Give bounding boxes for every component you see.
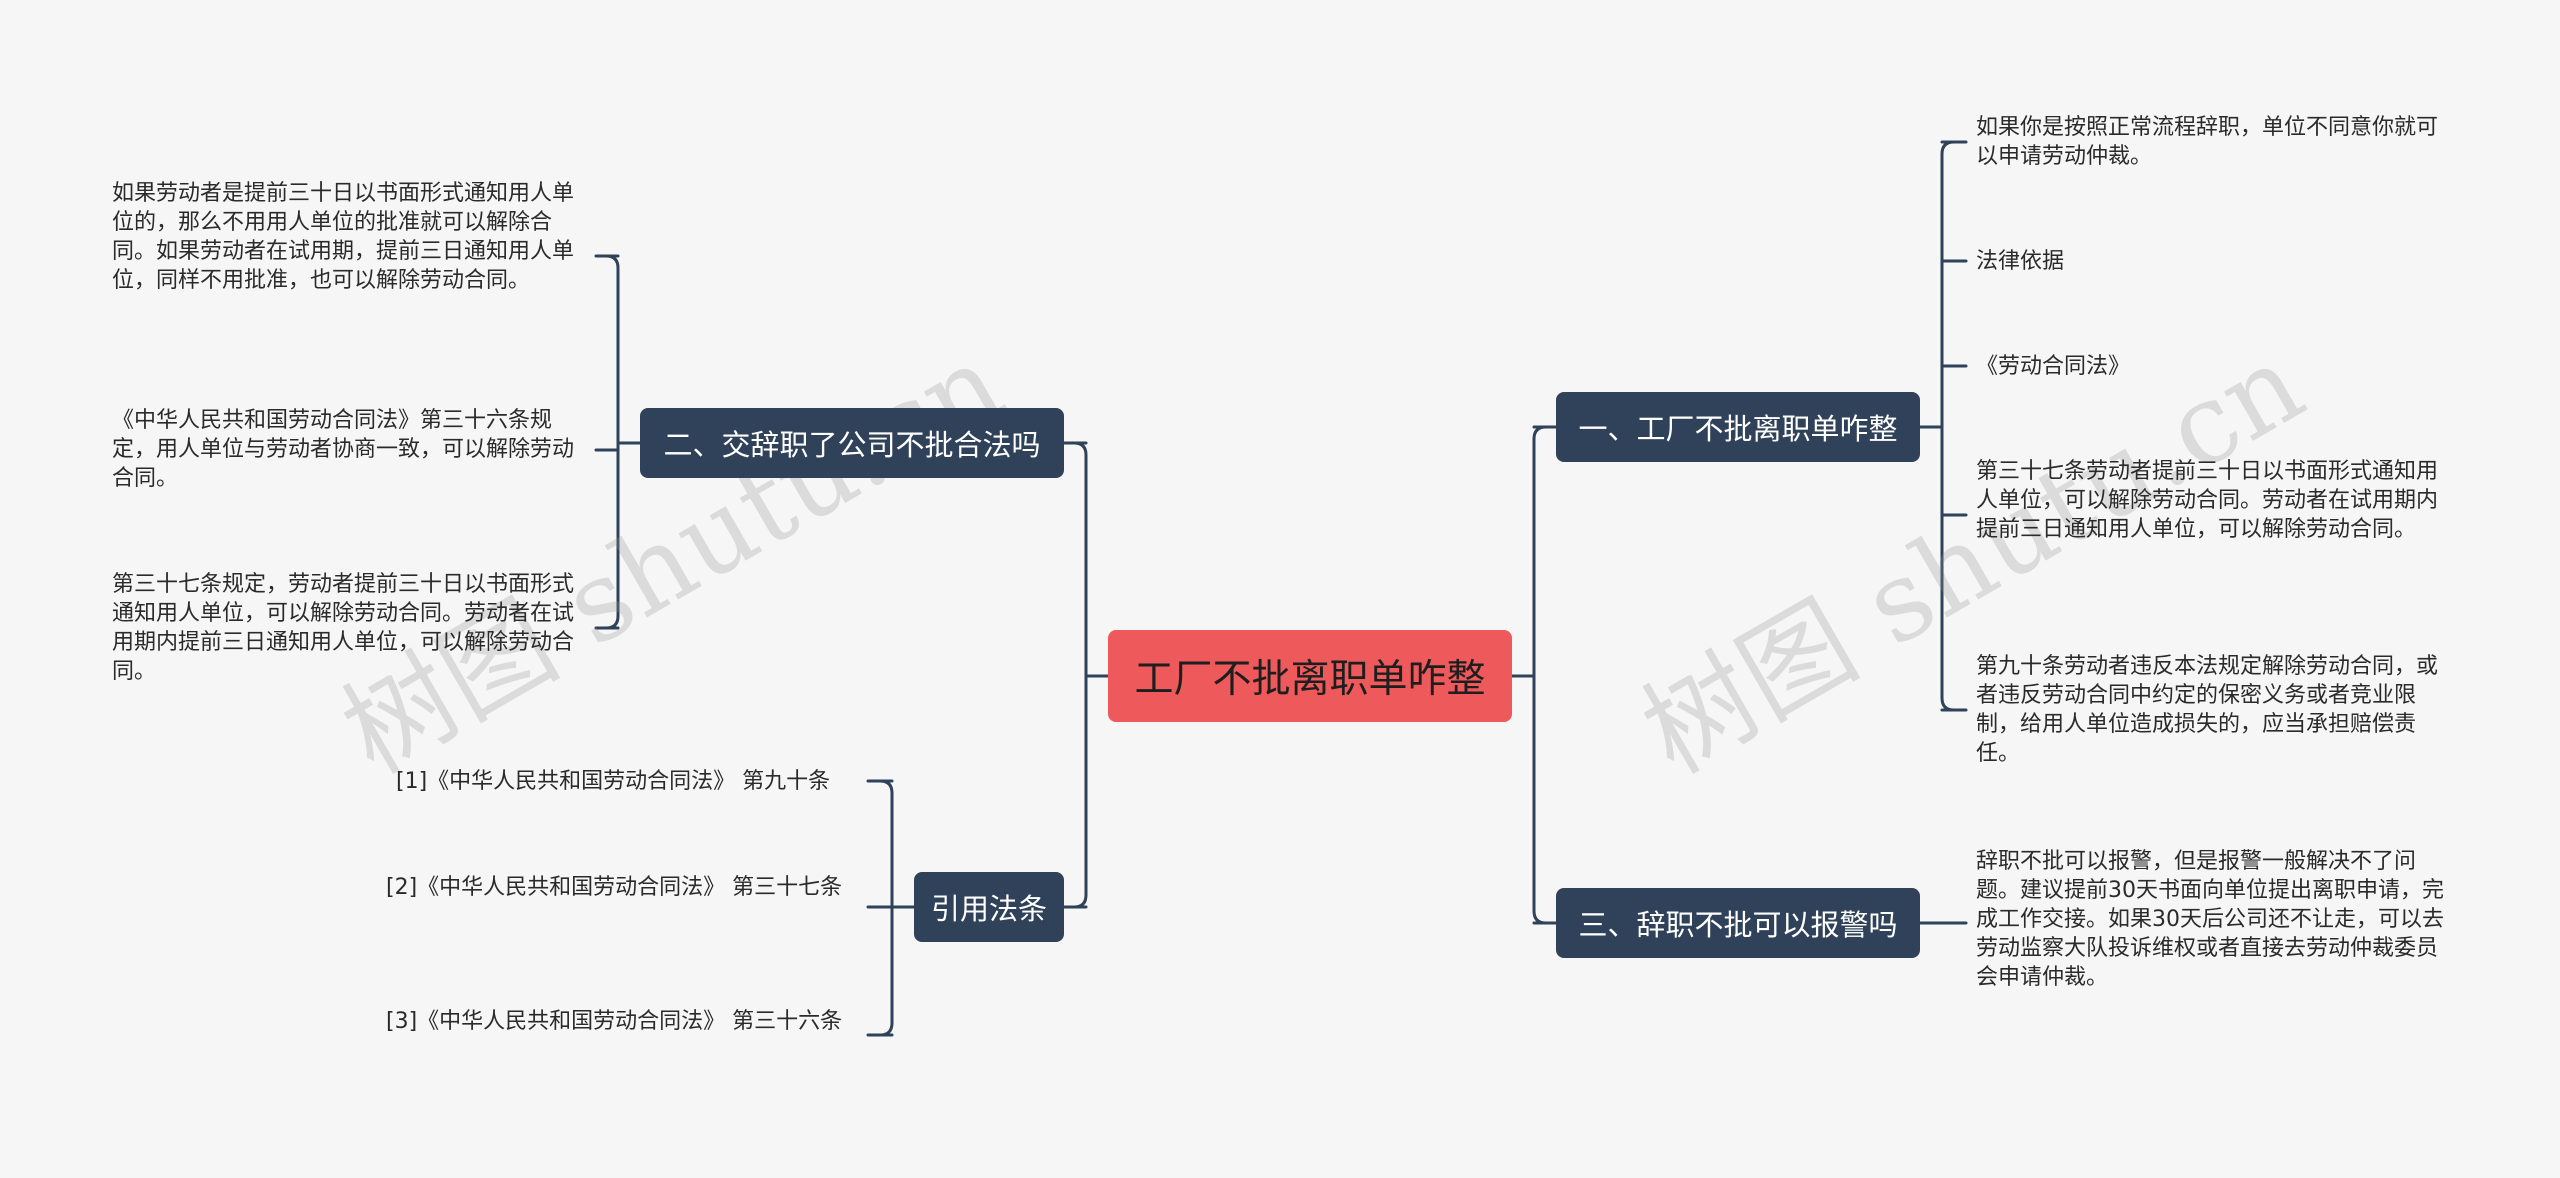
leaf-article-37-left: 第三十七条规定，劳动者提前三十日以书面形式通知用人单位，可以解除劳动合同。劳动者… [112,572,575,684]
leaf-article-37: 第三十七条劳动者提前三十日以书面形式通知用人单位，可以解除劳动合同。劳动者在试用… [1976,459,2439,542]
leaf-arbitration: 如果你是按照正常流程辞职，单位不同意你就可以申请劳动仲裁。 [1976,115,2439,169]
connector-17 [604,254,620,630]
connector-5 [1072,441,1088,909]
citation-2: [2]《中华人民共和国劳动合同法》 第三十七条 [386,875,843,900]
citation-1: [1]《中华人民共和国劳动合同法》 第九十条 [396,769,831,794]
branch-factory-not-approve[interactable]: 一、工厂不批离职单咋整 [1556,392,1920,462]
root-topic[interactable]: 工厂不批离职单咋整 [1108,630,1512,722]
leaf-notice-30-days: 如果劳动者是提前三十日以书面形式通知用人单位的，那么不用用人单位的批准就可以解除… [112,181,575,293]
leaf-article-90: 第九十条劳动者违反本法规定解除劳动合同，或者违反劳动合同中约定的保密义务或者竞业… [1976,654,2439,766]
branch-cited-laws[interactable]: 引用法条 [914,872,1064,942]
leaf-legal-basis: 法律依据 [1976,249,2065,274]
connector-9 [1940,140,1956,712]
leaf-article-36: 《中华人民共和国劳动合同法》第三十六条规定，用人单位与劳动者协商一致，可以解除劳… [112,408,575,491]
connector-1 [1532,425,1548,925]
citation-3: [3]《中华人民共和国劳动合同法》 第三十六条 [386,1009,843,1034]
branch-resign-legal[interactable]: 二、交辞职了公司不批合法吗 [640,408,1064,478]
leaf-police-advice: 辞职不批可以报警，但是报警一般解决不了问题。建议提前30天书面向单位提出离职申请… [1976,849,2444,990]
leaf-labor-contract-law: 《劳动合同法》 [1976,354,2131,379]
branch-call-police[interactable]: 三、辞职不批可以报警吗 [1556,888,1920,958]
